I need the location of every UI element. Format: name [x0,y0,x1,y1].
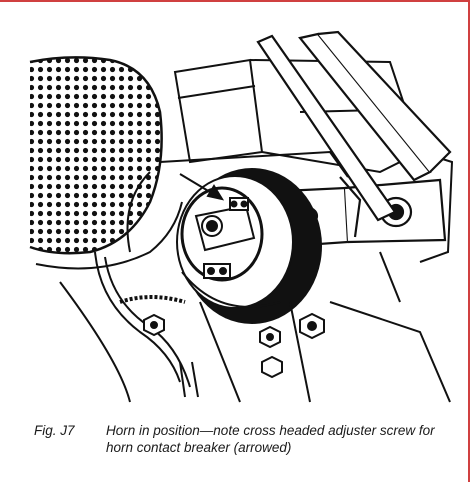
figure-number: Fig. J7 [34,423,75,438]
horn-illustration [29,30,454,403]
horn-body [176,168,322,324]
arrow-indicator [179,173,225,201]
support-struts [256,30,452,222]
contact-breaker [194,197,256,279]
mounting-bolts [143,312,325,379]
perforated-grille [29,56,183,270]
figure-caption-text: Horn in position—note cross headed adjus… [106,423,435,455]
lower-frame [59,251,451,403]
engine-housing [126,58,454,263]
